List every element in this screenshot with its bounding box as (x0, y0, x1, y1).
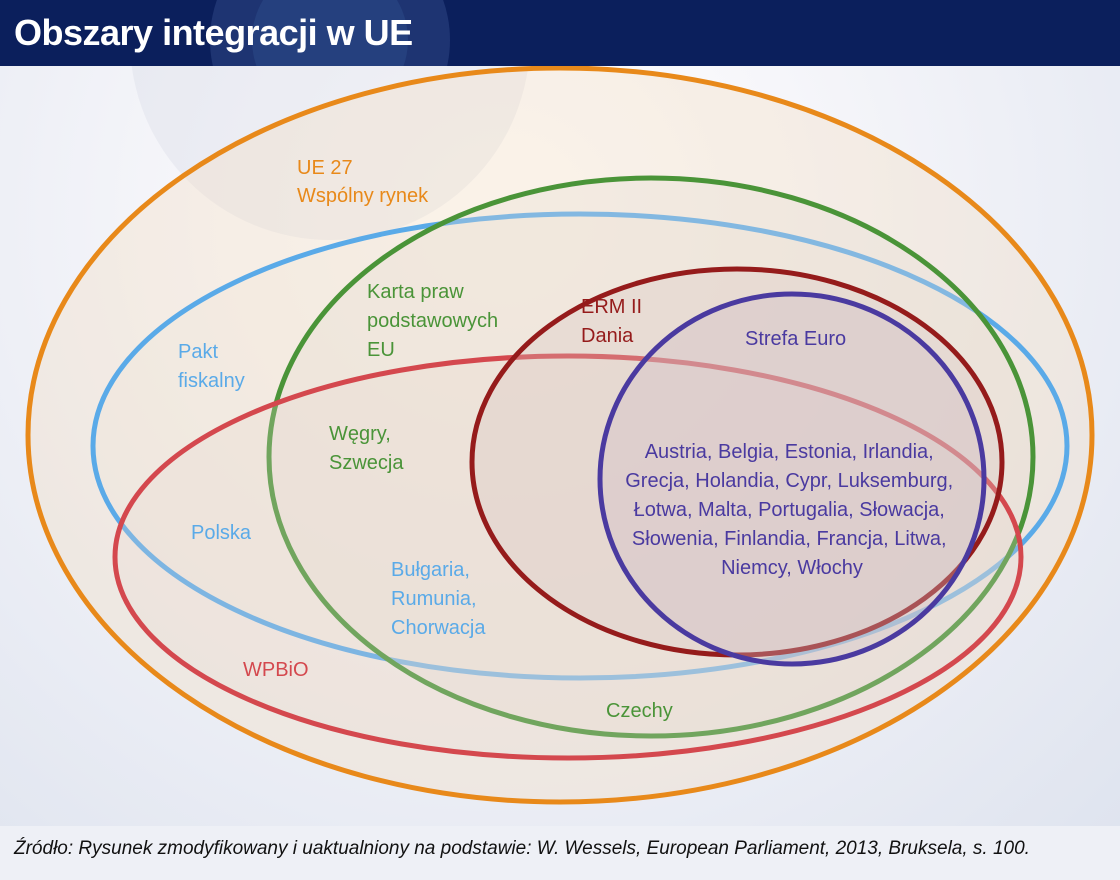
euro-members-list: Austria, Belgia, Estonia, Irlandia, Grec… (625, 441, 959, 579)
wpbio-ellipse (112, 353, 1024, 761)
header-decoration (210, 0, 450, 66)
source-footnote: Źródło: Rysunek zmodyfikowany i uaktualn… (14, 838, 1030, 859)
pakt-fiskalny-label: Pakt fiskalny (178, 341, 245, 392)
polska-label: Polska (191, 522, 252, 544)
ue27-ellipse (25, 66, 1095, 805)
erm-ii-label: ERM II Dania (581, 296, 648, 347)
page-title: Obszary integracji w UE (14, 12, 413, 53)
strefa-euro-ellipse (597, 291, 987, 667)
venn-diagram: UE 27 Wspólny rynek Pakt fiskalny Karta … (25, 66, 1095, 805)
background-circle (131, 66, 529, 240)
karta-praw-ellipse (266, 175, 1036, 739)
header-bar: Obszary integracji w UE (0, 0, 1120, 66)
karta-praw-label: Karta praw podstawowych EU (367, 281, 504, 361)
wegry-szwecja-label: Węgry, Szwecja (329, 423, 404, 474)
pakt-fiskalny-ellipse (90, 211, 1070, 681)
strefa-euro-label: Strefa Euro (745, 328, 846, 350)
wpbio-label: WPBiO (243, 659, 309, 681)
czechy-label: Czechy (606, 700, 673, 722)
ue27-label: UE 27 Wspólny rynek (297, 157, 429, 207)
diagram-area: UE 27 Wspólny rynek Pakt fiskalny Karta … (0, 66, 1120, 826)
bulgaria-rumunia-chorwacja-label: Bułgaria, Rumunia, Chorwacja (391, 559, 486, 639)
